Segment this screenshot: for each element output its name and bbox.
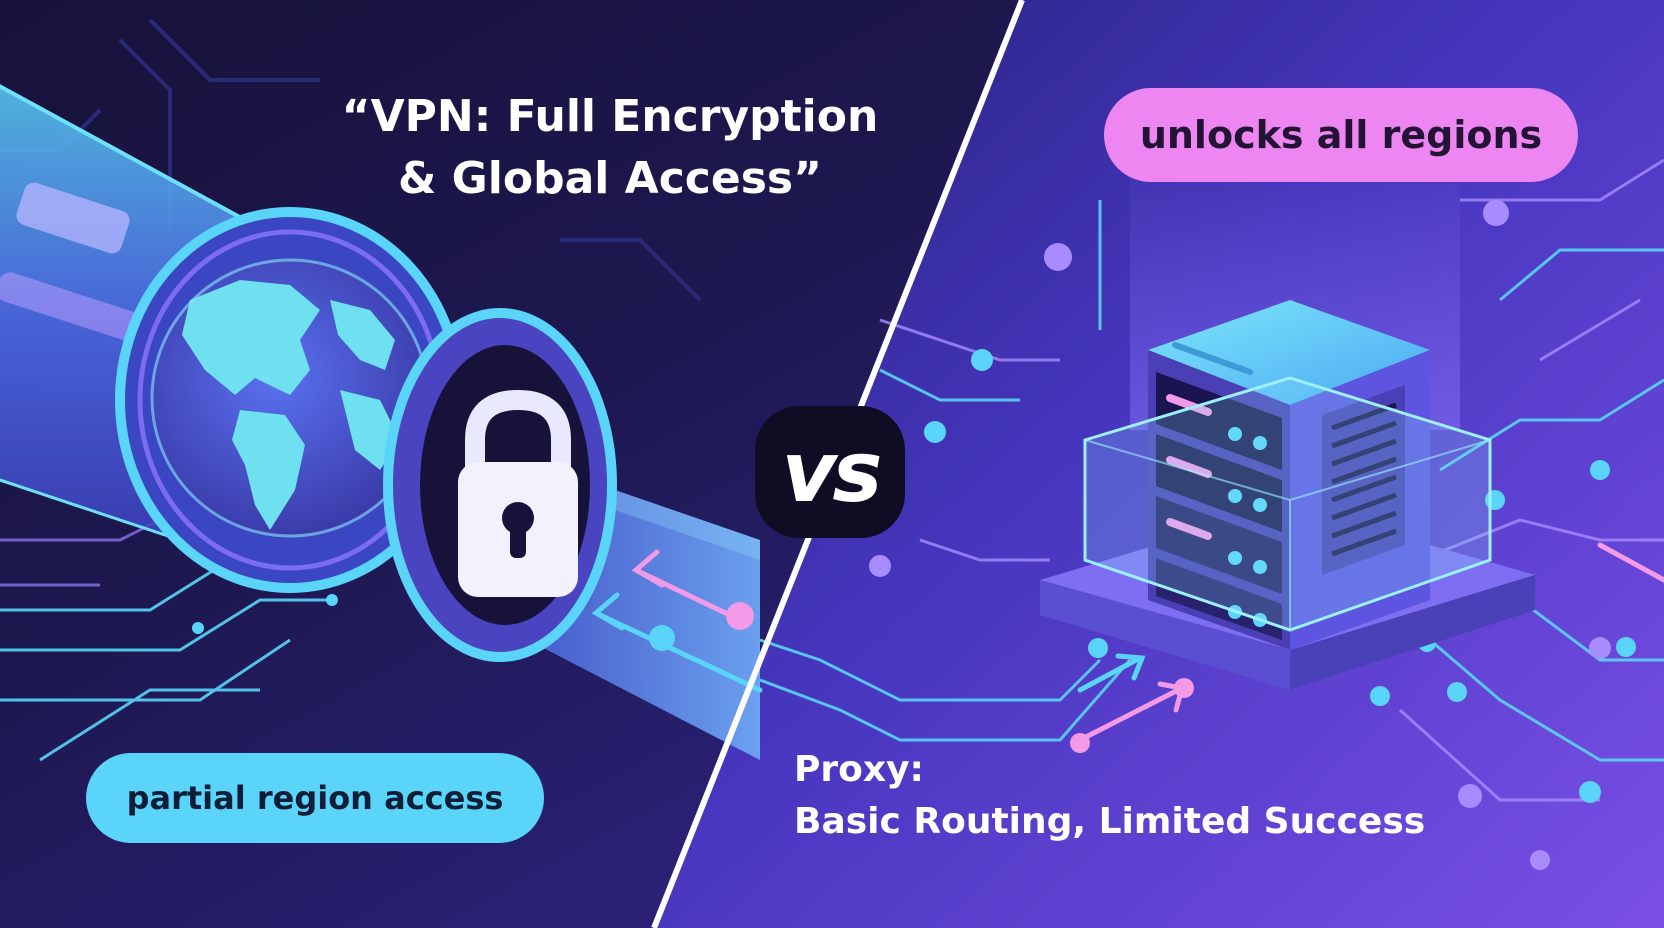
padlock-icon bbox=[458, 389, 578, 597]
vpn-title-line-2: & Global Access” bbox=[397, 153, 823, 204]
vpn-tunnel bbox=[0, 84, 763, 760]
vs-badge: vs bbox=[755, 406, 905, 538]
vpn-title: “VPN: Full Encryption & Global Access” bbox=[300, 86, 920, 210]
proxy-title-line-2: Basic Routing, Limited Success bbox=[794, 801, 1426, 842]
partial-access-badge: partial region access bbox=[86, 753, 544, 843]
vpn-title-line-1: “VPN: Full Encryption bbox=[341, 91, 879, 142]
proxy-title: Proxy: Basic Routing, Limited Success bbox=[794, 744, 1454, 848]
unlocks-badge: unlocks all regions bbox=[1104, 88, 1578, 182]
proxy-title-line-1: Proxy: bbox=[794, 749, 924, 790]
vs-text: vs bbox=[781, 423, 883, 521]
server-icon bbox=[1040, 300, 1535, 690]
